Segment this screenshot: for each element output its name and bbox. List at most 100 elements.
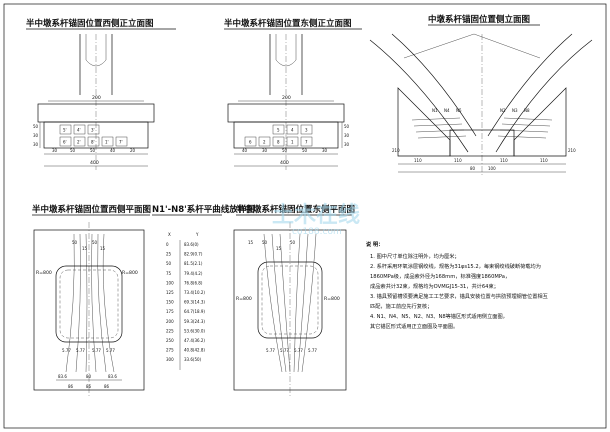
view4-bottom-dim: 5.77 bbox=[76, 348, 85, 353]
view6-title: 半中墩系杆锚固位置东侧平面图 bbox=[236, 204, 355, 215]
view1-bottom-dim: 50 bbox=[70, 148, 76, 153]
view3-right-block bbox=[513, 87, 567, 157]
cell-label: 1 bbox=[291, 140, 294, 145]
view3-label: N8 bbox=[524, 108, 530, 113]
view4-west-plan: 半中墩系杆锚固位置西侧平面图 50 15 50 15 R=800 R=800 5… bbox=[32, 204, 151, 396]
view3-center-block bbox=[449, 129, 515, 157]
view3-bottom-dim: 110 bbox=[414, 158, 422, 163]
tendon-line bbox=[501, 123, 551, 127]
notes-line: 其它锚区形式适用正立面图及平面图。 bbox=[370, 322, 458, 330]
view5-x-value: 150 bbox=[166, 300, 174, 305]
view3-side-elevation: 中墩系杆锚固位置侧立面图 N1 N4 N5 N2 N3 N8 bbox=[369, 14, 593, 176]
tendon-line bbox=[499, 129, 549, 133]
cell-label: 8 bbox=[277, 140, 280, 145]
view6-bottom-dim: 5.77 bbox=[294, 348, 303, 353]
view1-anchor-block bbox=[43, 121, 149, 149]
notes-line: 4. N1、N4、N5、N2、N3、N8等锚区形式适用侧立面图， bbox=[370, 312, 508, 320]
view5-x-value: 75 bbox=[166, 271, 172, 276]
view5-y-value: 73.4(10.2) bbox=[184, 290, 205, 295]
tendon-curve bbox=[75, 233, 81, 373]
view2-anchor-block bbox=[233, 121, 339, 149]
tendon-line bbox=[503, 117, 553, 121]
view2-shaft-slot bbox=[275, 34, 297, 67]
view6-tendons bbox=[263, 233, 317, 373]
view5-y-value: 53.6(30.0) bbox=[184, 328, 205, 333]
view4-left-label: R=800 bbox=[36, 270, 52, 276]
view5-x-value: 25 bbox=[166, 252, 172, 257]
view3-bottom-dim: 110 bbox=[540, 158, 548, 163]
view3-label: N5 bbox=[456, 108, 462, 113]
notes-line: 1860MPa级，成品索外径为168mm，标准强度1860MPa， bbox=[370, 272, 510, 280]
view6-opening-inner bbox=[261, 265, 319, 335]
cell-label: 7 bbox=[305, 140, 308, 145]
view3-right-rib-outer bbox=[495, 39, 593, 153]
view6-bottom-dim: 5.77 bbox=[308, 348, 317, 353]
view1-row-dim: 30 bbox=[33, 142, 39, 147]
view3-title: 中墩系杆锚固位置侧立面图 bbox=[428, 14, 530, 25]
anchor-cell bbox=[286, 124, 299, 135]
view4-top-dim: 50 bbox=[72, 240, 78, 245]
anchor-cell bbox=[87, 136, 100, 147]
view5-x-value: 125 bbox=[166, 290, 174, 295]
cell-label: 2' bbox=[77, 140, 81, 145]
view2-top-dim: 200 bbox=[282, 95, 291, 101]
view3-label: N1 bbox=[432, 108, 438, 113]
tendon-line bbox=[413, 123, 463, 127]
view1-title: 半中墩系杆锚固位置西侧正立面图 bbox=[26, 18, 154, 29]
view6-right-label: R=800 bbox=[324, 296, 340, 302]
view5-header-y: Y bbox=[195, 232, 199, 237]
view6-top-dim: 50 bbox=[290, 240, 296, 245]
cell-label: 5 bbox=[277, 128, 280, 133]
view3-left-dim: 210 bbox=[392, 148, 400, 153]
view5-y-value: 76.8(6.8) bbox=[184, 280, 203, 285]
view4-total-a: 83.6 bbox=[58, 374, 67, 379]
view5-y-value: 83.6(0) bbox=[184, 242, 199, 247]
view3-left-block bbox=[397, 87, 451, 157]
cell-label: 8' bbox=[91, 140, 95, 145]
anchor-cell bbox=[300, 136, 313, 147]
view5-x-value: 300 bbox=[166, 357, 174, 362]
anchor-cell bbox=[59, 136, 72, 147]
notes-line: 成品索共计32束，规格均为OVMGJ15-31，共计64束； bbox=[370, 282, 499, 290]
view5-y-value: 82.9(0.7) bbox=[184, 252, 203, 257]
view5-y-value: 81.5(2.1) bbox=[184, 261, 203, 266]
notes-line: 3. 锚具预留槽须要满足施工工艺要求，锚具安装位置与拱肋预埋钢管位置相互 bbox=[370, 292, 548, 300]
tendon-curve bbox=[85, 233, 88, 373]
view6-east-plan: 半中墩系杆锚固位置东侧平面图 15 50 15 50 R=800 R=800 5… bbox=[233, 204, 355, 396]
view3-label: N4 bbox=[444, 108, 450, 113]
view4-title: 半中墩系杆锚固位置西侧平面图 bbox=[32, 204, 151, 215]
anchor-cell bbox=[73, 124, 86, 135]
anchor-cell bbox=[101, 136, 114, 147]
view4-row: 86 bbox=[104, 384, 110, 389]
tendon-line bbox=[411, 117, 461, 121]
notes-lines: 1. 图中尺寸单位除注明外，均为厘米；2. 系杆采用环氧涂层钢绞线，规格为31φ… bbox=[370, 252, 548, 330]
notes-line: 2. 系杆采用环氧涂层钢绞线，规格为31φs15.2，每束钢绞线破断荷载均为 bbox=[370, 262, 541, 270]
view5-y-value: 33.6(50) bbox=[184, 357, 202, 362]
view3-right-rib-inner bbox=[487, 33, 573, 137]
view5-x-value: 250 bbox=[166, 338, 174, 343]
cell-label: 6' bbox=[63, 140, 67, 145]
anchor-cell bbox=[300, 124, 313, 135]
sheet-frame bbox=[3, 3, 607, 429]
view2-bottom-dim: 30 bbox=[262, 148, 268, 153]
view4-row: 86 bbox=[86, 384, 92, 389]
cell-label: 4 bbox=[291, 128, 294, 133]
view5-x-value: 100 bbox=[166, 280, 174, 285]
view4-bottom-dim: 5.77 bbox=[92, 348, 101, 353]
anchor-cell bbox=[115, 136, 128, 147]
cell-label: 2 bbox=[263, 140, 266, 145]
view5-y-value: 69.3(14.3) bbox=[184, 300, 205, 305]
view5-x-value: 50 bbox=[166, 261, 172, 266]
view1-row-dim: 50 bbox=[33, 124, 39, 129]
view3-top-chord bbox=[403, 33, 541, 59]
view5-y-value: 40.8(42.8) bbox=[184, 348, 205, 353]
view3-bottom-dim: 110 bbox=[500, 158, 508, 163]
view2-row-dim: 30 bbox=[344, 133, 350, 138]
tendon-curve bbox=[65, 233, 75, 373]
view3-right-dim: 210 bbox=[568, 148, 576, 153]
view6-top-dim: 15 bbox=[248, 240, 254, 245]
anchor-cell bbox=[272, 124, 285, 135]
view5-y-value: 79.4(4.2) bbox=[184, 271, 203, 276]
